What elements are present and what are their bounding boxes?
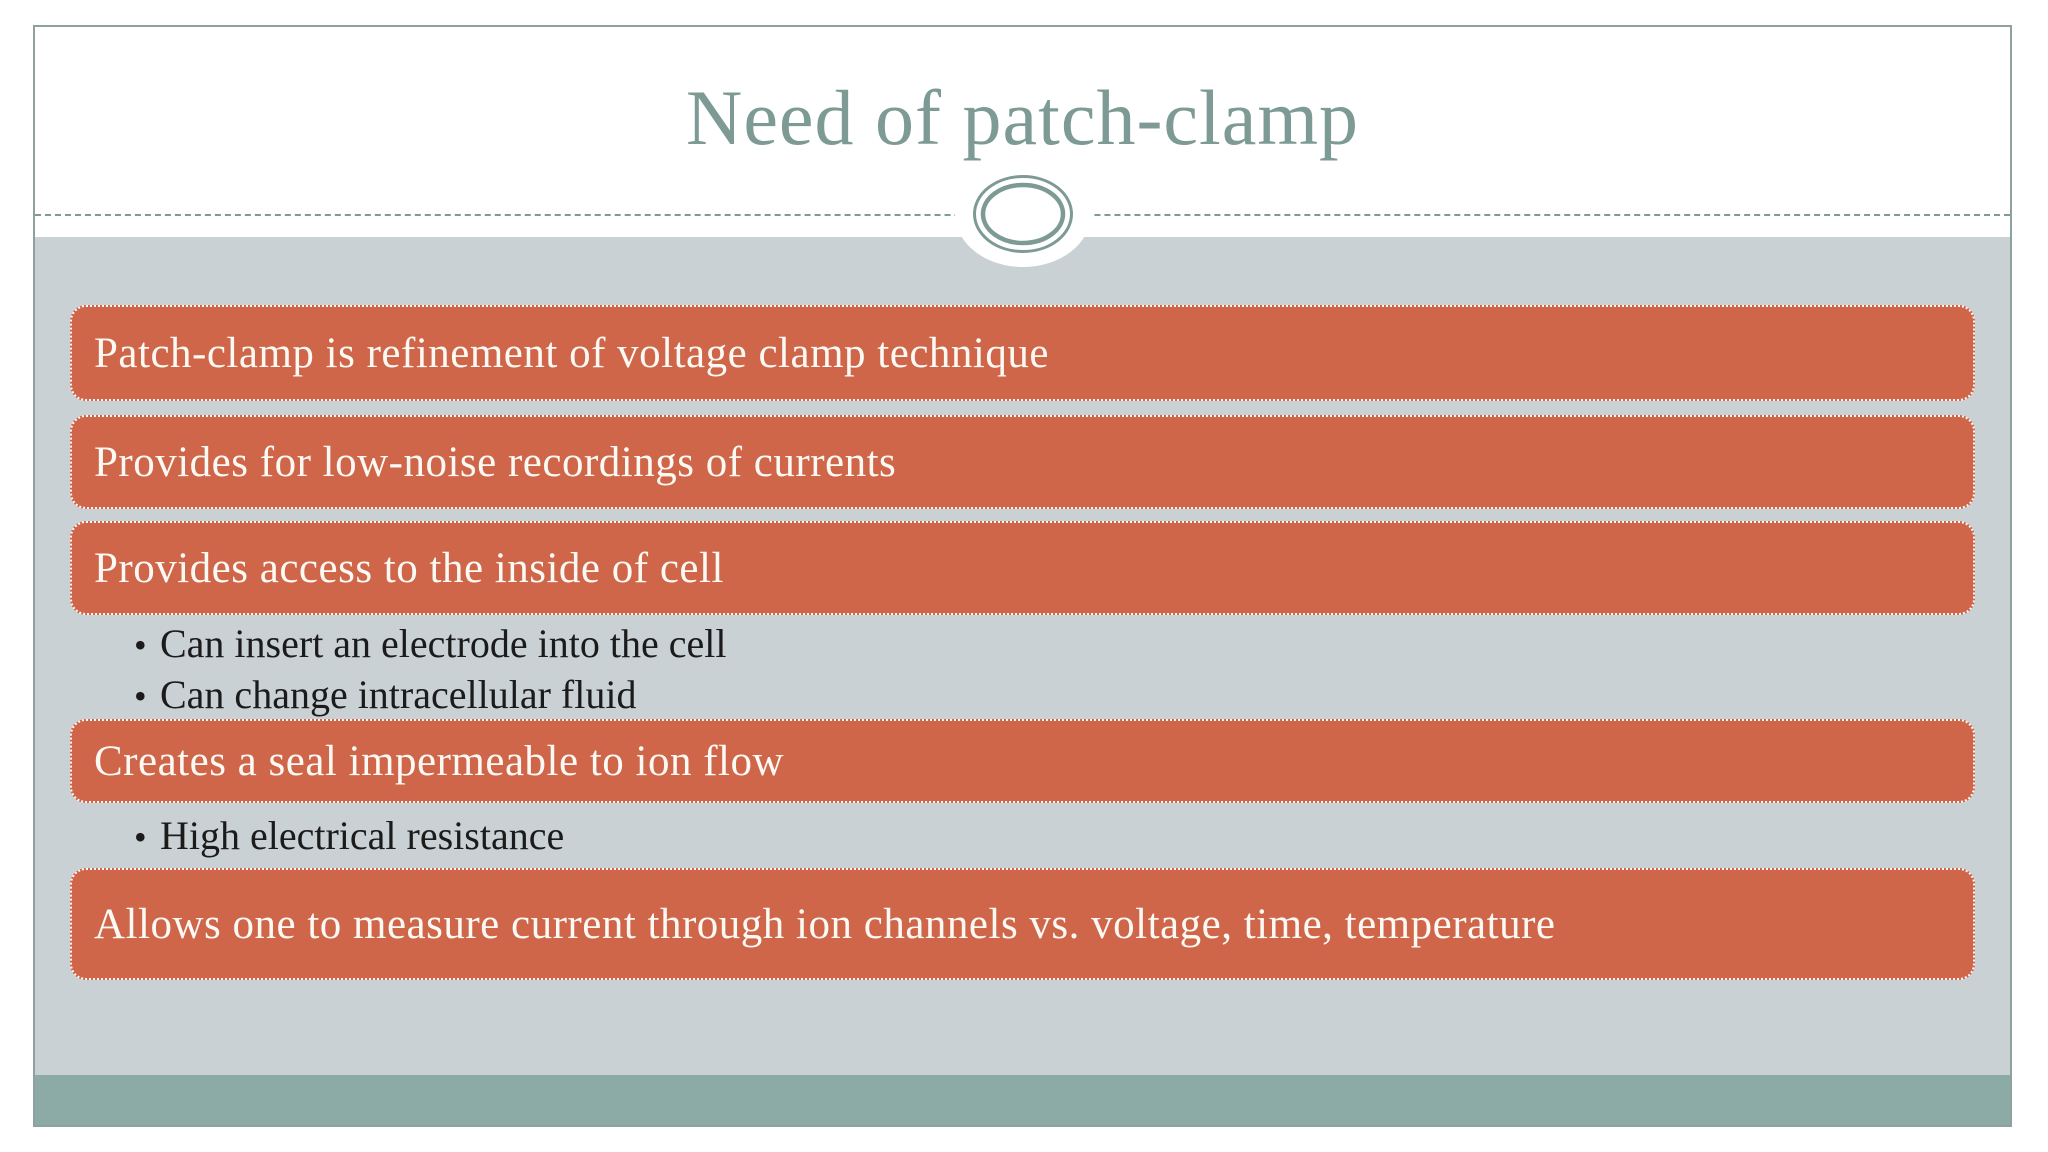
bar-label: Allows one to measure current through io… <box>94 900 1556 948</box>
list-bar: Patch-clamp is refinement of voltage cla… <box>70 305 1975 401</box>
bullet-text: Can change intracellular fluid <box>160 672 637 717</box>
sub-bullet-list: • Can insert an electrode into the cell … <box>70 617 1975 719</box>
list-item: • High electrical resistance <box>134 811 1975 862</box>
slide-canvas: Need of patch-clamp Patch-clamp is refin… <box>33 25 2012 1127</box>
bullet-marker: • <box>134 625 147 665</box>
list-bar: Provides for low-noise recordings of cur… <box>70 415 1975 509</box>
double-ring-circle-icon <box>973 175 1073 253</box>
slide-title: Need of patch-clamp <box>685 74 1359 161</box>
sub-bullet-list: • High electrical resistance <box>70 803 1975 868</box>
bar-label: Provides for low-noise recordings of cur… <box>94 438 897 486</box>
divider-ornament-backdrop <box>955 161 1091 267</box>
bullet-text: High electrical resistance <box>160 813 565 858</box>
list-bar: Provides access to the inside of cell <box>70 521 1975 615</box>
list-item: • Can insert an electrode into the cell <box>134 619 1975 670</box>
bullet-marker: • <box>134 676 147 716</box>
bullet-marker: • <box>134 817 147 857</box>
list-bar: Creates a seal impermeable to ion flow <box>70 719 1975 803</box>
bar-label: Creates a seal impermeable to ion flow <box>94 737 785 785</box>
list-item: • Can change intracellular fluid <box>134 670 1975 721</box>
list-bar: Allows one to measure current through io… <box>70 868 1975 980</box>
bar-label: Patch-clamp is refinement of voltage cla… <box>94 329 1049 377</box>
bullet-text: Can insert an electrode into the cell <box>160 621 727 666</box>
footer-strip <box>35 1075 2010 1125</box>
bar-label: Provides access to the inside of cell <box>94 544 724 592</box>
